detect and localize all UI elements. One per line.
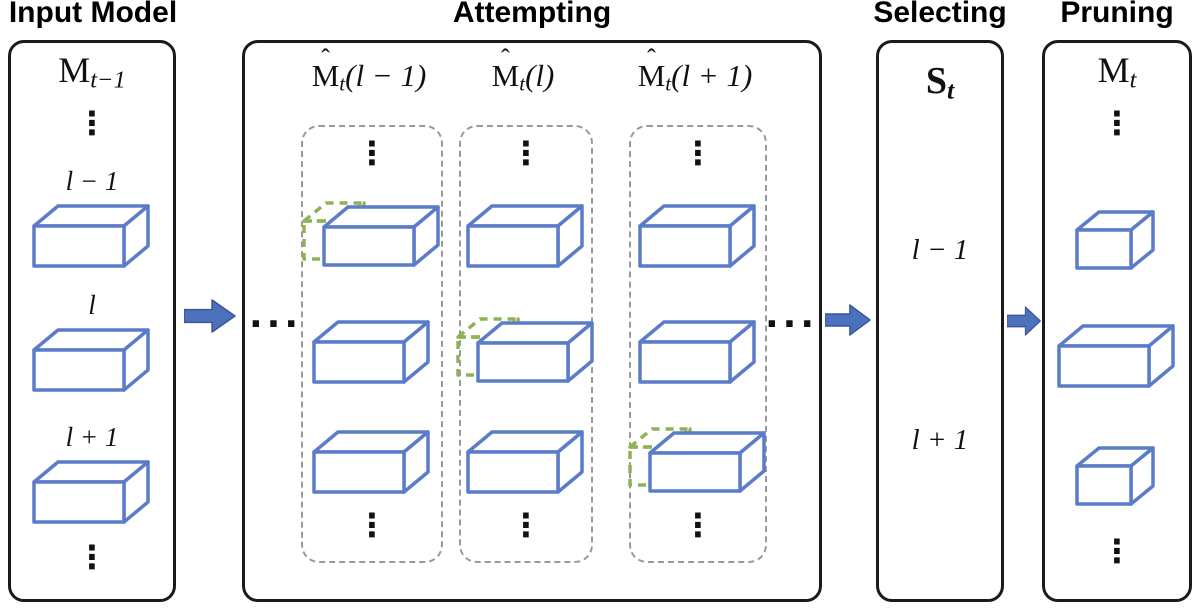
attempt-box-row xyxy=(456,317,594,385)
selecting-title: Selecting xyxy=(873,0,1007,29)
attempt-box-row xyxy=(631,201,765,269)
ellipsis-vertical: ⋮ xyxy=(76,538,108,576)
flow-arrow-attempting-to-selecting xyxy=(825,304,871,336)
ellipsis-vertical: ⋮ xyxy=(76,104,108,142)
layer-box-row xyxy=(11,457,173,525)
layer-label-l-plus-1: l + 1 xyxy=(65,422,119,452)
layer-box-row xyxy=(1045,321,1189,389)
attempt-box-row xyxy=(303,317,441,385)
header-argument: (l − 1) xyxy=(345,58,427,93)
ellipsis-vertical: ⋮ xyxy=(356,134,388,172)
layer-box-icon xyxy=(311,317,433,385)
header-base: M xyxy=(637,58,666,93)
pruned-box-row xyxy=(1045,439,1189,507)
layer-box-icon xyxy=(1056,321,1178,389)
header-argument: (l) xyxy=(525,58,555,93)
grown-layer-box-icon xyxy=(626,413,770,495)
ellipsis-vertical: ⋮ xyxy=(1101,104,1133,142)
model-subscript: t−1 xyxy=(90,66,126,94)
layer-box-row xyxy=(11,325,173,393)
ellipsis-vertical: ⋮ xyxy=(510,506,542,544)
attempting-title: Attempting xyxy=(452,0,612,29)
grown-layer-box-icon xyxy=(300,187,444,269)
ellipsis-vertical: ⋮ xyxy=(682,134,714,172)
symbol-subscript: t xyxy=(946,75,955,105)
pruning-title: Pruning xyxy=(1060,0,1174,29)
attempt-box-row xyxy=(303,427,441,495)
layer-box-icon xyxy=(637,201,759,269)
attempt-column-l-plus-1: ⋮ ⋮ xyxy=(628,125,767,563)
header-subscript: t xyxy=(665,71,672,96)
layer-box-icon xyxy=(31,201,153,269)
layer-label-l: l xyxy=(88,290,96,320)
hat-accent: ˆ xyxy=(321,44,330,74)
hat-accent: ˆ xyxy=(647,44,656,74)
input-model-title: Input Model xyxy=(8,0,178,29)
header-base: M xyxy=(311,58,340,93)
ellipsis-vertical: ⋮ xyxy=(1101,532,1133,570)
attempt-box-row xyxy=(631,317,765,385)
model-base: M xyxy=(1097,50,1130,90)
attempt-box-row xyxy=(461,427,591,495)
ellipsis-horizontal-right: ··· xyxy=(765,304,819,345)
symbol-base: S xyxy=(925,60,947,102)
attempt-box-row xyxy=(628,427,766,495)
attempt-column-l-minus-1: ⋮ ⋮ xyxy=(301,125,443,563)
layer-box-icon xyxy=(465,427,587,495)
flow-arrow-input-to-attempting xyxy=(184,299,236,333)
grown-layer-box-icon xyxy=(454,303,598,385)
selected-layer-l-minus-1: l − 1 xyxy=(911,234,969,266)
header-argument: (l + 1) xyxy=(671,58,753,93)
model-label-m-t: Mt xyxy=(1045,50,1189,94)
flow-arrow-selecting-to-pruning xyxy=(1007,306,1041,336)
layer-box-icon xyxy=(311,427,433,495)
ellipsis-horizontal-left: ··· xyxy=(249,304,303,345)
selection-set-label: St xyxy=(879,60,1001,105)
header-base: M xyxy=(491,58,520,93)
ellipsis-vertical: ⋮ xyxy=(510,134,542,172)
attempt-box-row xyxy=(302,201,441,269)
selected-layer-l-plus-1: l + 1 xyxy=(911,424,969,456)
header-subscript: t xyxy=(519,71,526,96)
hat-accent: ˆ xyxy=(501,44,510,74)
ellipsis-vertical: ⋮ xyxy=(356,506,388,544)
pruned-box-row xyxy=(1045,203,1189,271)
pruning-panel: Mt ⋮ ⋮ xyxy=(1042,40,1192,602)
model-base: M xyxy=(58,50,91,90)
attempt-box-row xyxy=(461,201,591,269)
model-subscript: t xyxy=(1129,66,1137,94)
layer-label-l-minus-1: l − 1 xyxy=(65,166,119,196)
model-label-m-t-minus-1: Mt−1 xyxy=(11,50,173,94)
layer-box-row xyxy=(11,201,173,269)
pruned-layer-box-icon xyxy=(1074,207,1160,271)
layer-box-icon xyxy=(31,325,153,393)
pruned-layer-box-icon xyxy=(1074,443,1160,507)
attempt-column-l: ⋮ ⋮ xyxy=(456,125,594,563)
layer-box-icon xyxy=(637,317,759,385)
input-model-panel: Mt−1 ⋮ l − 1 l l + 1 ⋮ xyxy=(8,40,176,602)
ellipsis-vertical: ⋮ xyxy=(682,506,714,544)
layer-box-icon xyxy=(31,457,153,525)
selecting-panel: St l − 1 l + 1 xyxy=(876,40,1004,602)
header-subscript: t xyxy=(339,71,346,96)
layer-box-icon xyxy=(465,201,587,269)
